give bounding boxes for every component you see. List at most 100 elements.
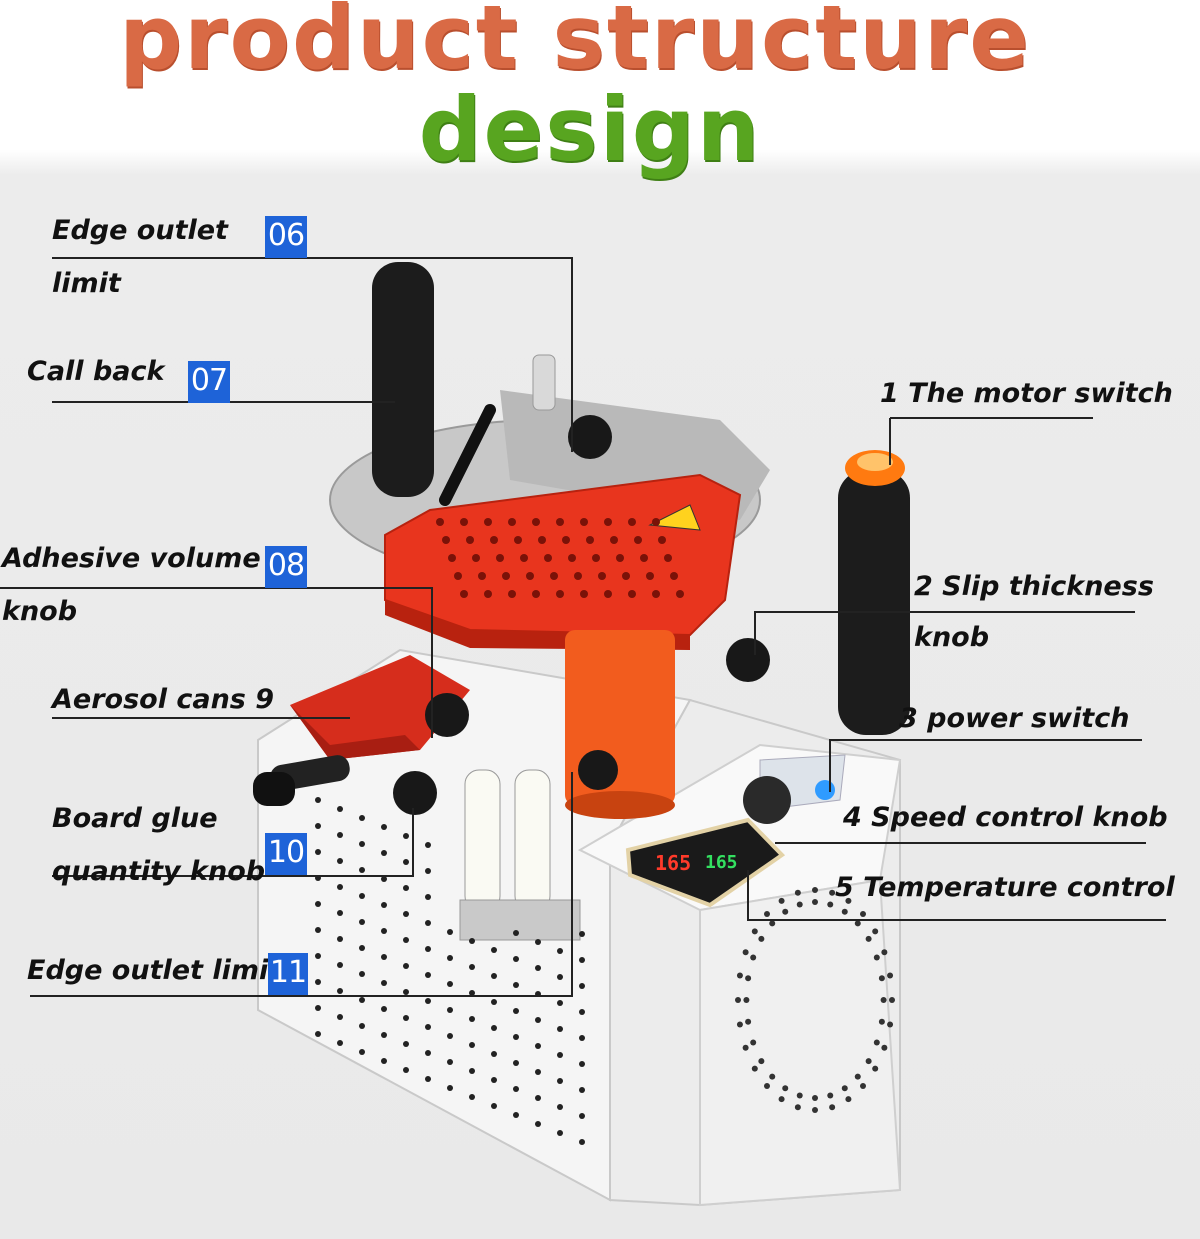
perforation-hole <box>845 1096 852 1103</box>
perforation-hole <box>315 1005 321 1011</box>
perforation-hole <box>782 1085 789 1092</box>
perforation-hole <box>854 1073 861 1080</box>
perforation-hole <box>535 1095 541 1101</box>
perforation-hole <box>794 1104 801 1111</box>
perforation-hole <box>425 1050 431 1056</box>
perforation-hole <box>315 979 321 985</box>
perforation-hole <box>598 572 606 580</box>
perforation-hole <box>359 945 365 951</box>
perforation-hole <box>751 928 758 935</box>
perforation-hole <box>535 1069 541 1075</box>
perforation-hole <box>610 536 618 544</box>
perforation-hole <box>381 928 387 934</box>
perforation-hole <box>640 554 648 562</box>
perforation-hole <box>873 954 880 961</box>
perforation-hole <box>829 889 836 896</box>
perforation-hole <box>491 999 497 1005</box>
glue-cylinder <box>565 630 675 819</box>
perforation-hole <box>337 936 343 942</box>
perforation-hole <box>513 1060 519 1066</box>
perforation-hole <box>854 920 861 927</box>
perforation-hole <box>579 1139 585 1145</box>
callout-label: knob <box>914 622 990 653</box>
perforation-hole <box>484 518 492 526</box>
perforation-hole <box>758 935 765 942</box>
perforation-hole <box>315 849 321 855</box>
perforation-hole <box>359 893 365 899</box>
perforation-hole <box>502 572 510 580</box>
perforation-hole <box>604 590 612 598</box>
perforation-hole <box>579 1009 585 1015</box>
perforation-hole <box>794 889 801 896</box>
perforation-hole <box>425 868 431 874</box>
perforation-hole <box>315 1031 321 1037</box>
perforation-hole <box>425 1076 431 1082</box>
perforation-hole <box>425 946 431 952</box>
perforation-hole <box>491 973 497 979</box>
perforation-hole <box>359 867 365 873</box>
perforation-hole <box>315 953 321 959</box>
perforation-hole <box>796 1092 803 1099</box>
perforation-hole <box>381 876 387 882</box>
perforation-hole <box>469 990 475 996</box>
perforation-hole <box>881 949 888 956</box>
perforation-hole <box>872 1065 879 1072</box>
perforation-hole <box>403 1041 409 1047</box>
perforation-hole <box>873 1039 880 1046</box>
perforation-hole <box>337 988 343 994</box>
perforation-hole <box>562 536 570 544</box>
callout-label: 3 power switch <box>899 703 1130 734</box>
perforation-hole <box>466 536 474 544</box>
perforation-hole <box>447 1085 453 1091</box>
perforation-hole <box>454 572 462 580</box>
perforation-hole <box>557 1104 563 1110</box>
perforation-hole <box>337 1040 343 1046</box>
perforation-hole <box>550 572 558 580</box>
perforation-hole <box>579 931 585 937</box>
perforation-hole <box>513 1086 519 1092</box>
perforation-hole <box>403 885 409 891</box>
perforation-hole <box>359 1023 365 1029</box>
side-lever <box>253 755 350 806</box>
callout-label: Edge outlet limit <box>27 955 282 986</box>
perforation-hole <box>579 983 585 989</box>
display-right-value: 165 <box>705 852 738 873</box>
perforation-hole <box>315 901 321 907</box>
perforation-hole <box>664 554 672 562</box>
perforation-hole <box>616 554 624 562</box>
perforation-hole <box>557 1026 563 1032</box>
callout-label: Adhesive volume <box>2 543 261 574</box>
perforation-hole <box>460 590 468 598</box>
perforation-hole <box>763 1083 770 1090</box>
perforation-hole <box>652 518 660 526</box>
perforation-hole <box>469 1016 475 1022</box>
perforation-hole <box>425 920 431 926</box>
perforation-hole <box>513 956 519 962</box>
left-handle <box>372 262 496 506</box>
perforation-hole <box>448 554 456 562</box>
perforation-hole <box>403 989 409 995</box>
perforation-hole <box>538 536 546 544</box>
perforation-hole <box>447 1007 453 1013</box>
perforation-hole <box>337 962 343 968</box>
perforation-hole <box>381 902 387 908</box>
perforation-hole <box>425 972 431 978</box>
title-line-2: design <box>418 78 762 181</box>
perforation-hole <box>742 949 749 956</box>
perforation-hole <box>513 930 519 936</box>
perforation-hole <box>337 806 343 812</box>
perforation-hole <box>403 859 409 865</box>
perforation-hole <box>887 1021 894 1028</box>
perforation-hole <box>758 1058 765 1065</box>
perforation-hole <box>557 1130 563 1136</box>
rollers <box>459 769 581 941</box>
perforation-hole <box>513 1034 519 1040</box>
callout-label: knob <box>2 596 78 627</box>
perforation-hole <box>556 590 564 598</box>
perforation-hole <box>447 1059 453 1065</box>
perforation-hole <box>556 518 564 526</box>
callout-label: Edge outlet <box>52 215 228 246</box>
perforation-hole <box>315 797 321 803</box>
perforation-hole <box>579 1061 585 1067</box>
perforation-hole <box>469 1068 475 1074</box>
